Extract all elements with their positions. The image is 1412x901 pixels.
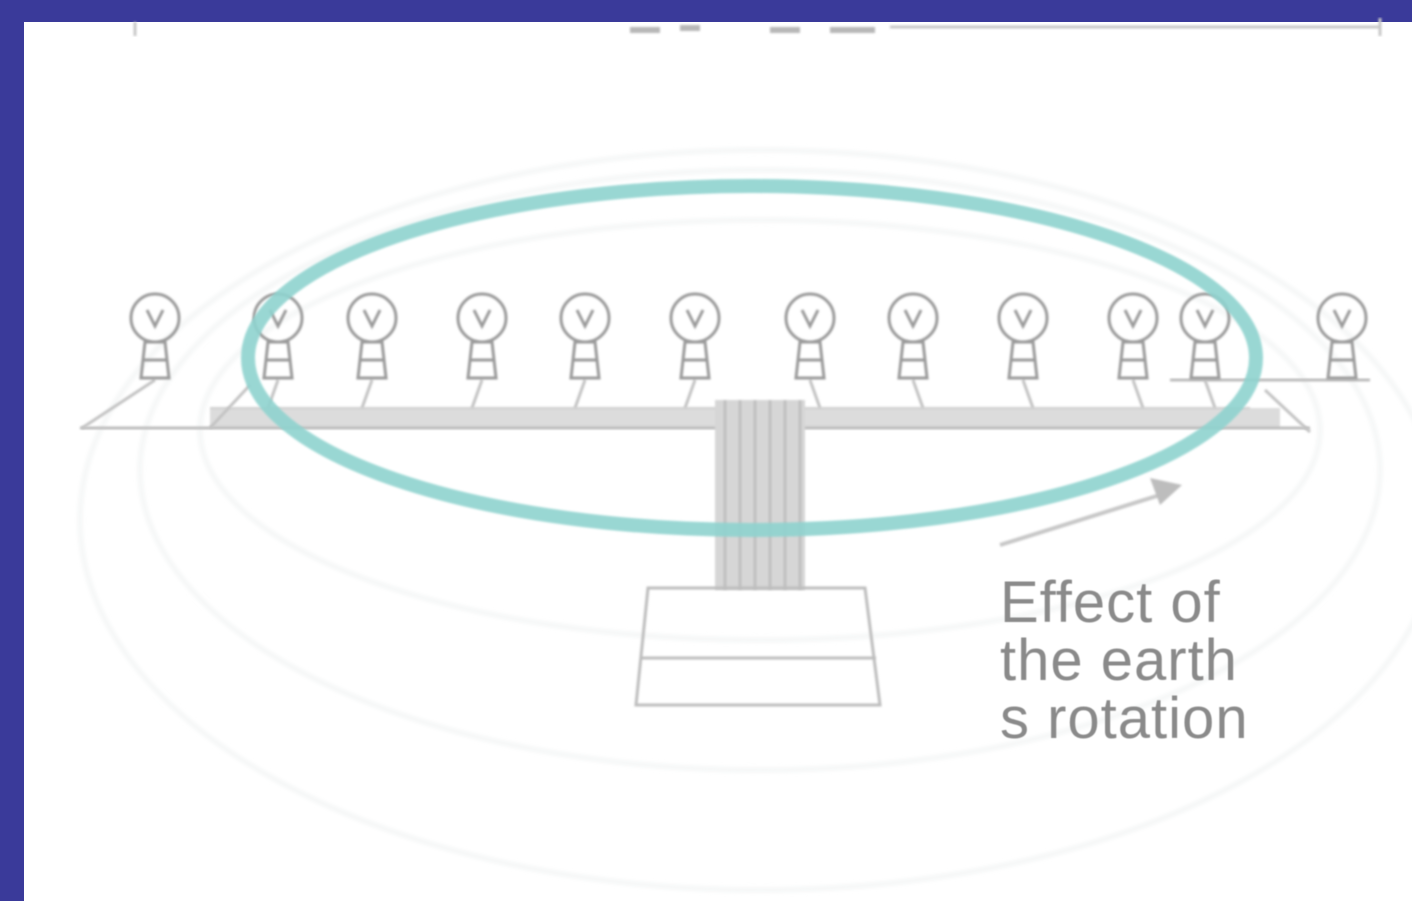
radio-telescope-icon [887, 292, 939, 409]
radio-telescope-icon [1179, 292, 1231, 409]
radio-telescope-icon [1316, 292, 1368, 380]
radio-telescope-icon [559, 292, 611, 409]
radio-telescope-icon [997, 292, 1049, 409]
radio-telescope-icon [669, 292, 721, 409]
radio-telescope-icon [1107, 292, 1159, 409]
rotation-caption: Effect of the earth s rotation [1000, 570, 1249, 751]
rotation-arrow-icon [999, 478, 1182, 547]
bus-brace-right [1263, 388, 1312, 434]
radio-telescope-icon [456, 292, 508, 409]
receiver-box-icon [634, 586, 882, 707]
radio-telescope-icon [346, 292, 398, 409]
radio-telescope-icon [81, 292, 181, 430]
top-scale-line [133, 18, 1382, 36]
radio-telescope-icon [784, 292, 836, 409]
feed-trunk [715, 400, 805, 590]
earth-rotation-ring [241, 179, 1263, 537]
bus-brace-left [208, 383, 252, 430]
background-ellipses [78, 148, 1412, 892]
